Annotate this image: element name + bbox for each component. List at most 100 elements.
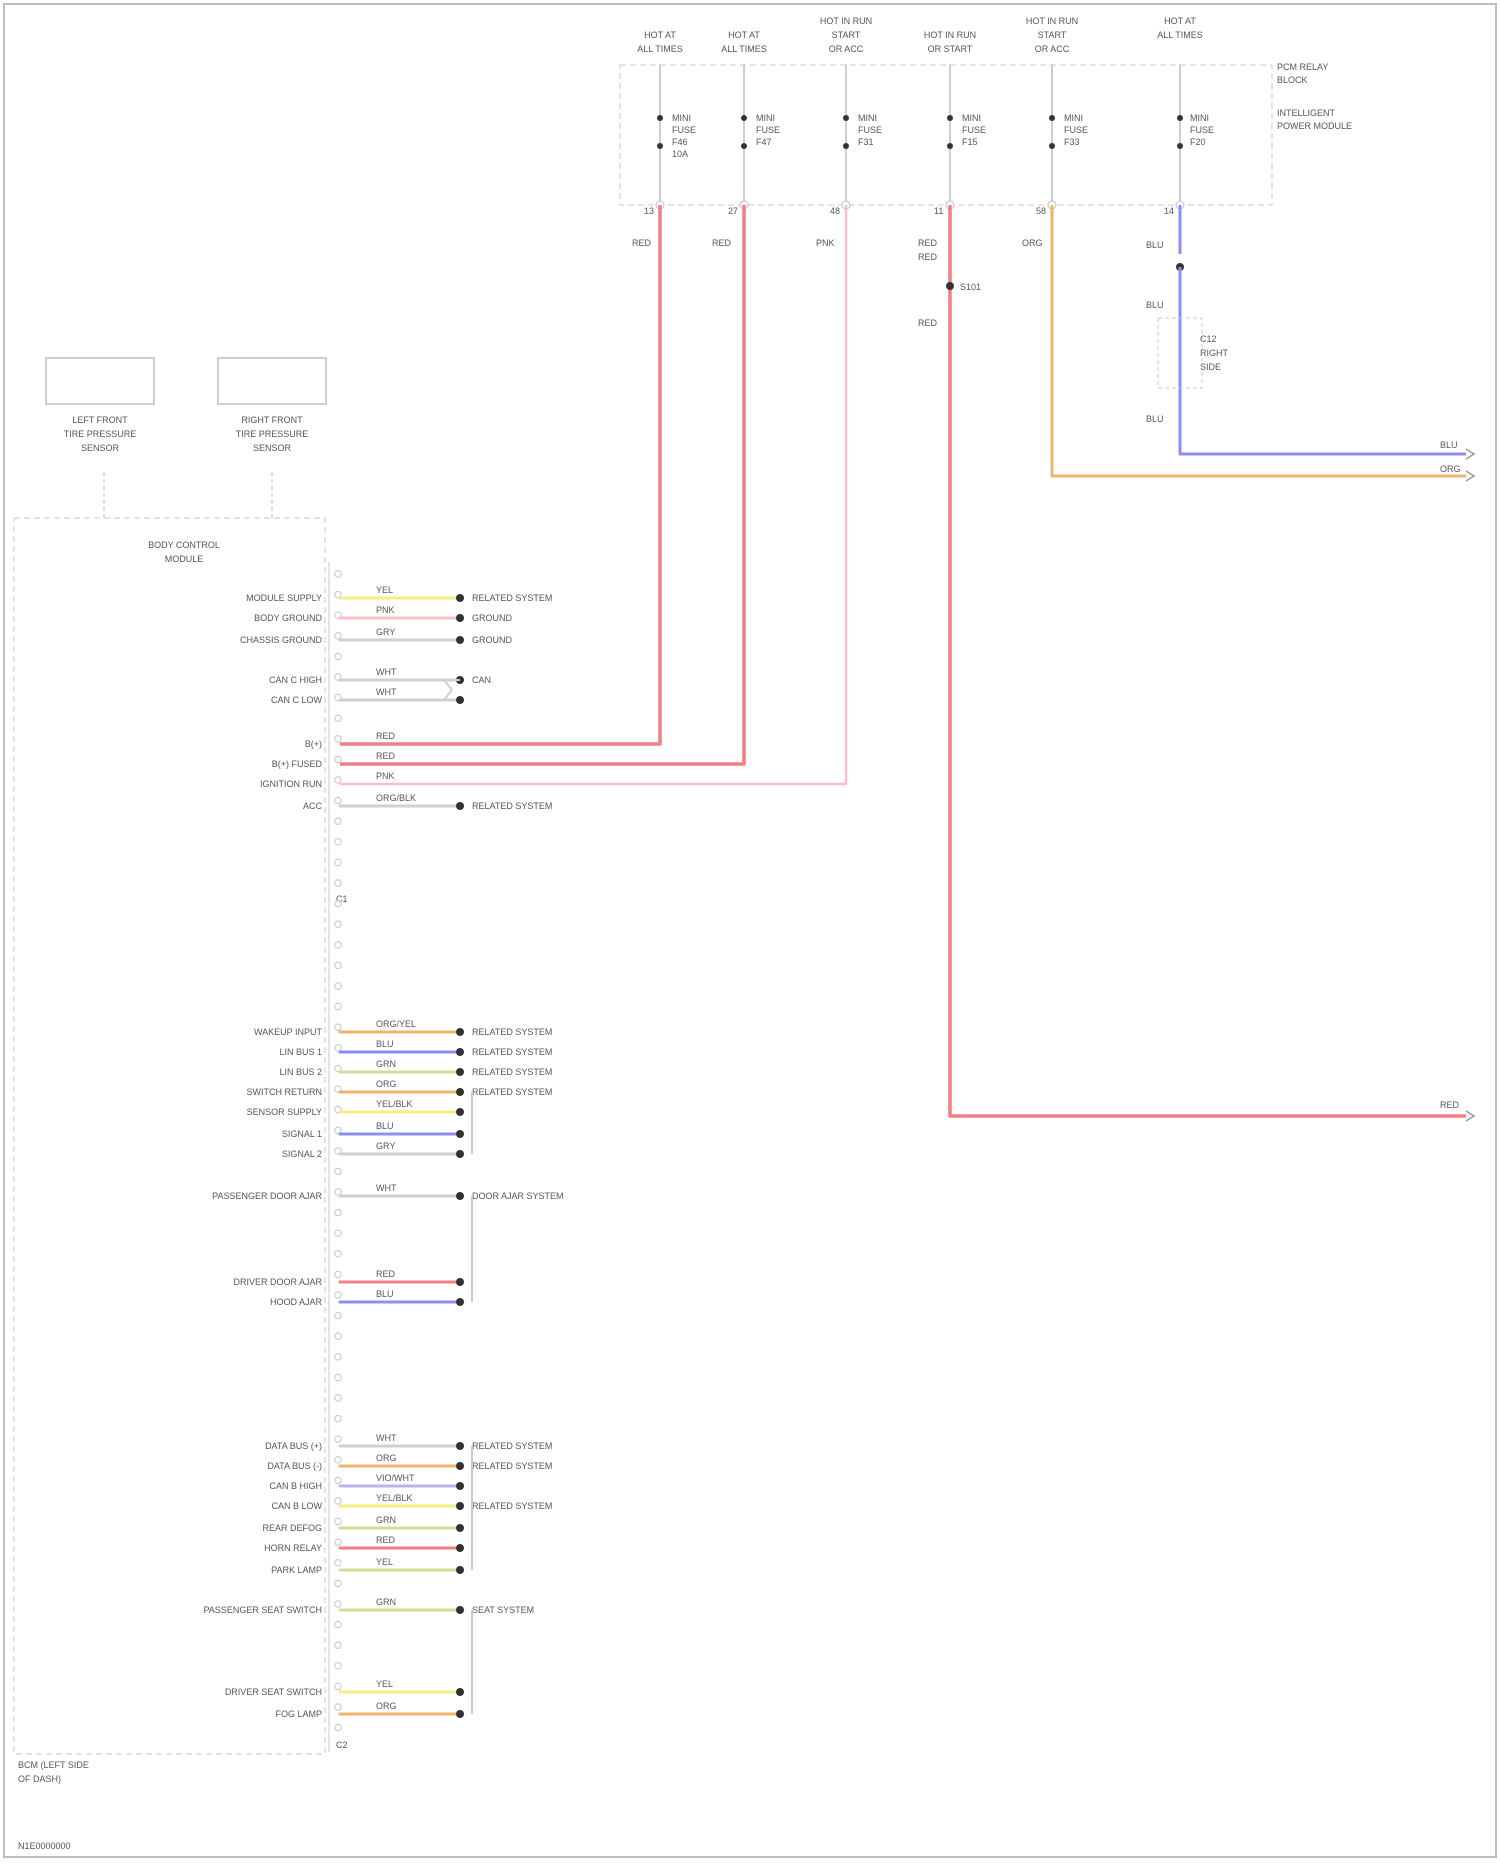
connector-pin (335, 571, 341, 577)
wire-color-label: YEL (376, 1557, 393, 1567)
fuse-1-pin: 13 (644, 206, 654, 216)
connector-pin (335, 1292, 341, 1298)
fuse-2-header-1: HOT AT (728, 30, 760, 40)
fuse-4-header-2: OR START (928, 44, 973, 54)
wire-color-label: GRN (376, 1059, 396, 1069)
relay-block-frame (620, 65, 1272, 205)
connector-pin (335, 1498, 341, 1504)
fuse-4-header-1: HOT IN RUN (924, 30, 976, 40)
connector-pin (335, 777, 341, 783)
connector-pin (335, 921, 341, 927)
wire-color-label: ORG/YEL (376, 1019, 416, 1029)
connector-pin (335, 962, 341, 968)
connector-pin (335, 1168, 341, 1174)
wire-color-label: ORG (376, 1453, 397, 1463)
fuse-terminal-top (1177, 115, 1183, 121)
wire-color-label: GRN (376, 1597, 396, 1607)
connector-pin (335, 1395, 341, 1401)
pin-label: LIN BUS 2 (279, 1067, 322, 1077)
fuse-6-label-3: F20 (1190, 137, 1206, 147)
pin-label: ACC (303, 801, 323, 811)
fuse-6-wire-2: BLU (1146, 300, 1164, 310)
connector-pin (335, 1209, 341, 1215)
wire-end-dot (456, 1088, 464, 1096)
wire-end-dot (456, 1502, 464, 1510)
destination-label: GROUND (472, 613, 512, 623)
wire-end-dot (456, 696, 464, 704)
fuse-3-header-2: START (832, 30, 861, 40)
fuse-4-label-2: FUSE (962, 125, 986, 135)
connector-pin (335, 1003, 341, 1009)
wire-color-label: BLU (376, 1039, 394, 1049)
org-wire-end-label: ORG (1440, 464, 1461, 474)
pin-label: SENSOR SUPPLY (247, 1107, 322, 1117)
connector-pin (335, 942, 341, 948)
connector-pin (335, 859, 341, 865)
connector-pin (335, 1230, 341, 1236)
pin-label: PARK LAMP (271, 1565, 322, 1575)
blu-note-2: RIGHT (1200, 348, 1229, 358)
destination-label: RELATED SYSTEM (472, 593, 552, 603)
wire-color-label: GRY (376, 1141, 395, 1151)
pin-label: B(+) (305, 739, 322, 749)
pin-label: B(+) FUSED (272, 759, 323, 769)
destination-label: RELATED SYSTEM (472, 1027, 552, 1037)
power-wire-f31 (340, 205, 846, 784)
fuse-4-wire-2: RED (918, 252, 938, 262)
wire-end-dot (456, 636, 464, 644)
fuse-1-label-1: MINI (672, 113, 691, 123)
sensor-label-3: SENSOR (81, 443, 120, 453)
destination-label: RELATED SYSTEM (472, 1441, 552, 1451)
splice-label: S101 (960, 282, 981, 292)
continuation-arrow (1466, 449, 1474, 459)
wire-color-label: YEL (376, 1679, 393, 1689)
diagram-footer-id: N1E0000000 (18, 1841, 71, 1851)
fuse-5-label-2: FUSE (1064, 125, 1088, 135)
connector-pin (335, 797, 341, 803)
relay-block-title-1: PCM RELAY (1277, 62, 1328, 72)
fuse-3-label-3: F31 (858, 137, 874, 147)
wire-color-label: GRN (376, 1515, 396, 1525)
connector-pin (335, 653, 341, 659)
connector-pin (335, 715, 341, 721)
bcm-title-2: MODULE (165, 554, 204, 564)
connector-pin (335, 633, 341, 639)
fuse-1-label-4: 10A (672, 149, 688, 159)
relay-block-subtitle-2: POWER MODULE (1277, 121, 1352, 131)
fuse-terminal-top (741, 115, 747, 121)
wire-end-dot (456, 1068, 464, 1076)
connector-pin (335, 1518, 341, 1524)
fuse-3-label-1: MINI (858, 113, 877, 123)
fuse-column-1: HOT AT ALL TIMES MINI FUSE F46 10A 13 RE… (632, 30, 696, 248)
fuse-6-wire-3: BLU (1146, 414, 1164, 424)
destination-label: RELATED SYSTEM (472, 801, 552, 811)
sensor-right-front: RIGHT FRONT TIRE PRESSURE SENSOR (218, 358, 326, 518)
pin-label: CAN C LOW (271, 695, 323, 705)
wire-color-label: ORG (376, 1079, 397, 1089)
connector-pin (335, 1457, 341, 1463)
wire-end-dot (456, 1192, 464, 1200)
wire-color-label: PNK (376, 771, 395, 781)
fuse-4-label-1: MINI (962, 113, 981, 123)
fuse-column-2: HOT AT ALL TIMES MINI FUSE F47 27 RED (712, 30, 780, 248)
fuse-2-wire: RED (712, 238, 732, 248)
page-border (4, 4, 1496, 1857)
connector-pin (335, 1312, 341, 1318)
pin-label: DATA BUS (-) (267, 1461, 322, 1471)
connector-pin (335, 1251, 341, 1257)
wire-color-label: WHT (376, 1433, 397, 1443)
wire-end-dot (456, 1566, 464, 1574)
wire-end-dot (456, 1130, 464, 1138)
connector-pin (335, 1601, 341, 1607)
fuse-2-pin: 27 (728, 206, 738, 216)
bcm-title-1: BODY CONTROL (148, 540, 220, 550)
wire-color-label: WHT (376, 667, 397, 677)
connector-pin (335, 1271, 341, 1277)
connector-pin (335, 1724, 341, 1730)
pin-label: PASSENGER SEAT SWITCH (203, 1605, 322, 1615)
wire-color-label: WHT (376, 1183, 397, 1193)
connector-pin (335, 880, 341, 886)
pin-label: HORN RELAY (264, 1543, 322, 1553)
wire-color-label: BLU (376, 1121, 394, 1131)
fuse-1-wire: RED (632, 238, 652, 248)
